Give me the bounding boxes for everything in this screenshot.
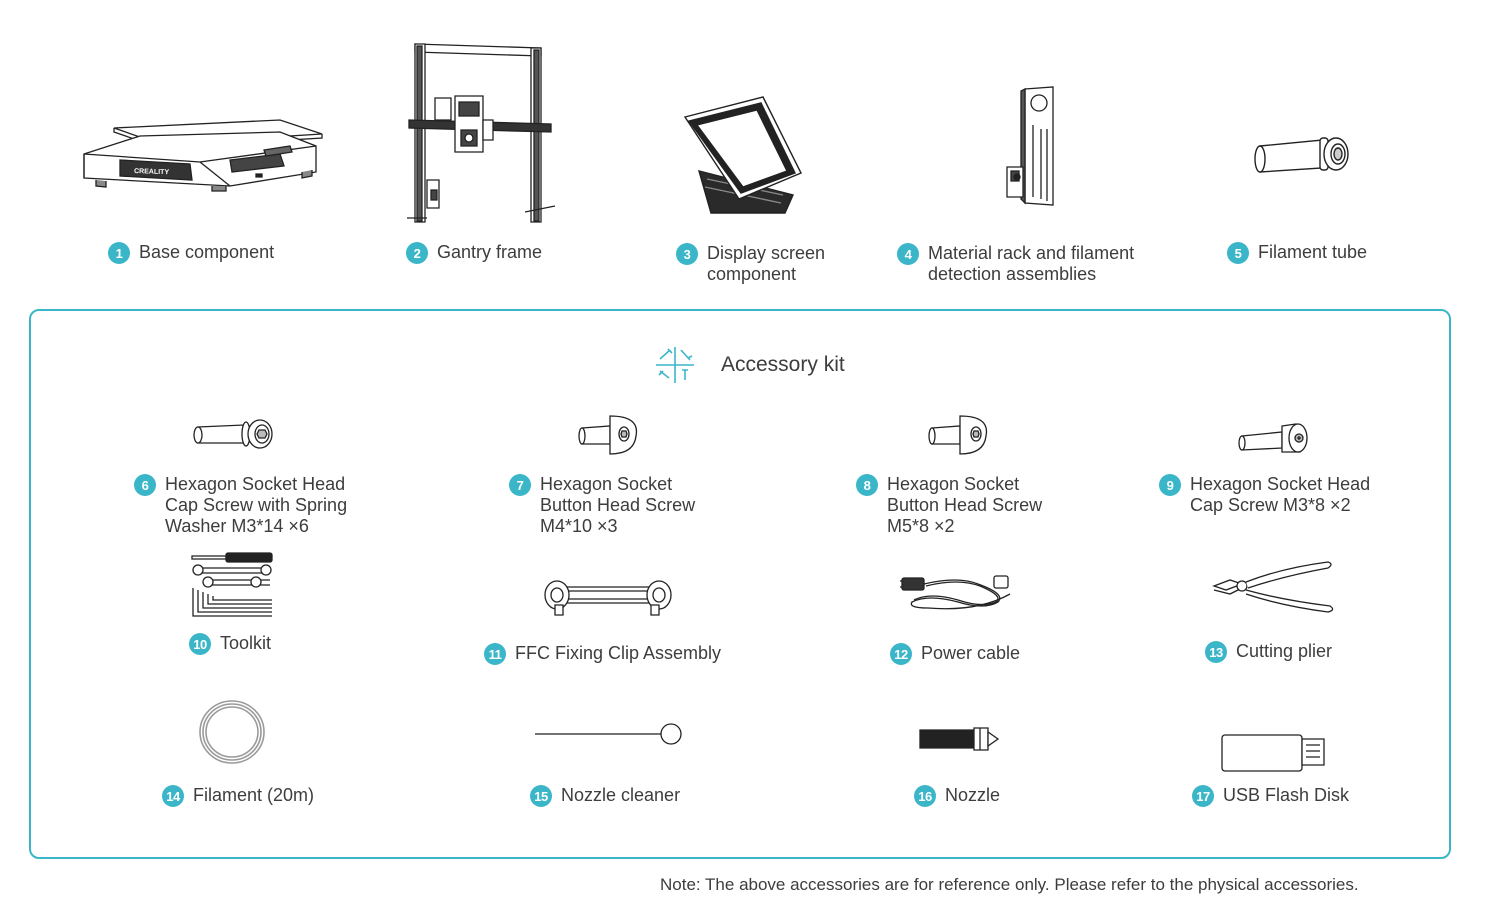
- accessory-label-11: 11 FFC Fixing Clip Assembly: [484, 643, 721, 665]
- accessory-label-16: 16 Nozzle: [914, 785, 1000, 807]
- part-number-badge: 1: [108, 242, 130, 264]
- tools-icon: [654, 345, 696, 385]
- accessory-label-12: 12 Power cable: [890, 643, 1020, 665]
- accessory-label-7: 7 Hexagon Socket Button Head Screw M4*10…: [509, 474, 695, 537]
- brand-mark: CREALITY: [134, 168, 170, 176]
- accessory-label-13: 13 Cutting plier: [1205, 641, 1332, 663]
- accessory-label-8: 8 Hexagon Socket Button Head Screw M5*8 …: [856, 474, 1042, 537]
- part-number-badge: 8: [856, 474, 878, 496]
- part-label-2: 2 Gantry frame: [406, 242, 542, 264]
- part-number-badge: 7: [509, 474, 531, 496]
- button-head-screw-m5-illustration: [928, 412, 990, 458]
- accessory-kit-box: [29, 309, 1451, 859]
- button-head-screw-m4-illustration: [578, 412, 640, 458]
- part-number-badge: 4: [897, 243, 919, 265]
- filament-coil-illustration: [196, 698, 268, 766]
- filament-tube-illustration: [1252, 132, 1352, 180]
- part-label-5: 5 Filament tube: [1227, 242, 1367, 264]
- cap-screw-spring-washer-illustration: [192, 417, 277, 453]
- cutting-plier-illustration: [1212, 560, 1337, 616]
- base-component-illustration: CREALITY: [80, 110, 320, 195]
- part-number-badge: 5: [1227, 242, 1249, 264]
- power-cable-illustration: [898, 572, 1018, 612]
- reference-note: Note: The above accessories are for refe…: [660, 875, 1359, 894]
- part-number-badge: 17: [1192, 785, 1214, 807]
- accessory-label-6: 6 Hexagon Socket Head Cap Screw with Spr…: [134, 474, 347, 537]
- accessory-label-9: 9 Hexagon Socket Head Cap Screw M3*8 ×2: [1159, 474, 1370, 516]
- part-label-4: 4 Material rack and filament detection a…: [897, 243, 1134, 285]
- part-number-badge: 16: [914, 785, 936, 807]
- part-number-badge: 9: [1159, 474, 1181, 496]
- usb-flash-disk-illustration: [1220, 731, 1328, 773]
- nozzle-illustration: [918, 724, 1000, 754]
- part-number-badge: 13: [1205, 641, 1227, 663]
- toolkit-illustration: [190, 552, 275, 620]
- gantry-frame-illustration: [405, 40, 555, 225]
- part-number-badge: 3: [676, 243, 698, 265]
- part-label-3: 3 Display screen component: [676, 243, 825, 285]
- accessory-kit-title: Accessory kit: [721, 353, 845, 376]
- part-number-badge: 11: [484, 643, 506, 665]
- accessory-label-14: 14 Filament (20m): [162, 785, 314, 807]
- part-number-badge: 15: [530, 785, 552, 807]
- material-rack-illustration: [1003, 85, 1083, 210]
- accessory-label-15: 15 Nozzle cleaner: [530, 785, 680, 807]
- cap-screw-m3-illustration: [1238, 420, 1310, 458]
- display-screen-illustration: [683, 95, 808, 220]
- part-number-badge: 12: [890, 643, 912, 665]
- nozzle-cleaner-illustration: [533, 720, 685, 748]
- part-label-1: 1 Base component: [108, 242, 274, 264]
- part-number-badge: 2: [406, 242, 428, 264]
- accessory-label-10: 10 Toolkit: [189, 633, 271, 655]
- part-number-badge: 14: [162, 785, 184, 807]
- part-number-badge: 6: [134, 474, 156, 496]
- accessory-label-17: 17 USB Flash Disk: [1192, 785, 1349, 807]
- ffc-clip-illustration: [543, 575, 673, 620]
- part-number-badge: 10: [189, 633, 211, 655]
